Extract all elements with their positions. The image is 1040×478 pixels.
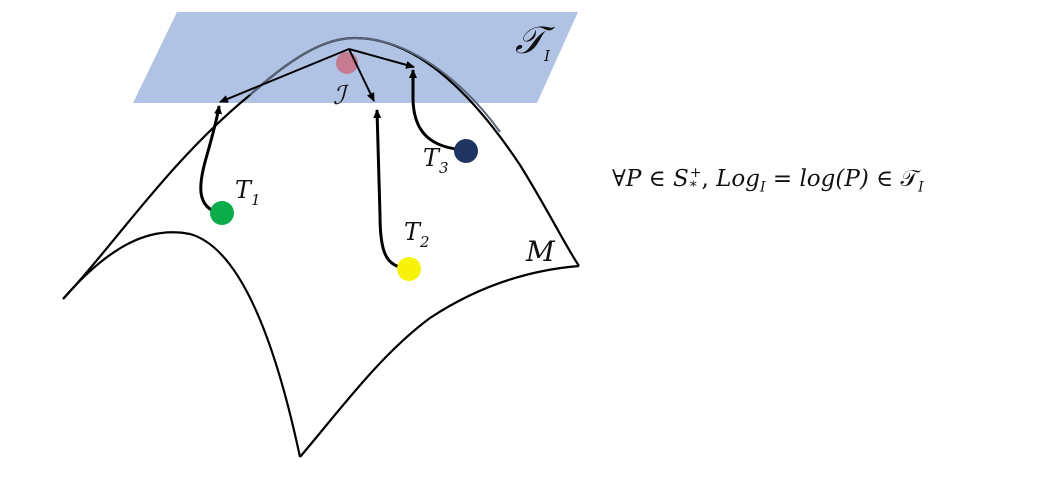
formula-s: S xyxy=(673,166,689,192)
point-t1 xyxy=(210,201,234,225)
formula-log-big: Log xyxy=(716,166,760,192)
point-label-t3: T3 xyxy=(423,144,449,177)
formula-comma: , xyxy=(701,166,717,192)
formula-in-1: ∈ xyxy=(641,166,674,192)
formula-s-sup: + xyxy=(689,165,702,181)
tangent-vector-3 xyxy=(348,48,415,69)
manifold-label: M xyxy=(525,235,556,268)
tangent-vectors xyxy=(219,48,415,103)
manifold-crest-behind-plane xyxy=(249,36,501,133)
formula-arg: (P) xyxy=(835,166,869,192)
formula-forall: ∀ xyxy=(612,166,626,192)
point-t3 xyxy=(454,139,478,163)
formula-p: P xyxy=(625,166,642,192)
formula-tangent-space: 𝒯 xyxy=(900,166,919,192)
identity-label: ℐ xyxy=(333,81,349,111)
formula-log-sub: I xyxy=(760,179,766,196)
projection-curve-t3 xyxy=(409,69,467,152)
formula-log: log xyxy=(799,166,836,192)
tangent-vector-1 xyxy=(219,48,350,103)
formula-in-2: ∈ xyxy=(868,166,901,192)
formula-tangent-sub: I xyxy=(918,179,924,196)
log-map-formula: ∀P ∈ S+*, LogI = log(P) ∈ 𝒯I xyxy=(612,166,924,196)
point-label-t2: T2 xyxy=(404,218,430,251)
formula-equals: = xyxy=(765,166,800,192)
point-t2 xyxy=(397,257,421,281)
projection-curve-t1 xyxy=(199,105,223,215)
point-label-t1: T1 xyxy=(235,176,261,209)
formula-s-sub: * xyxy=(689,179,697,195)
tangent-vector-2 xyxy=(348,48,375,102)
